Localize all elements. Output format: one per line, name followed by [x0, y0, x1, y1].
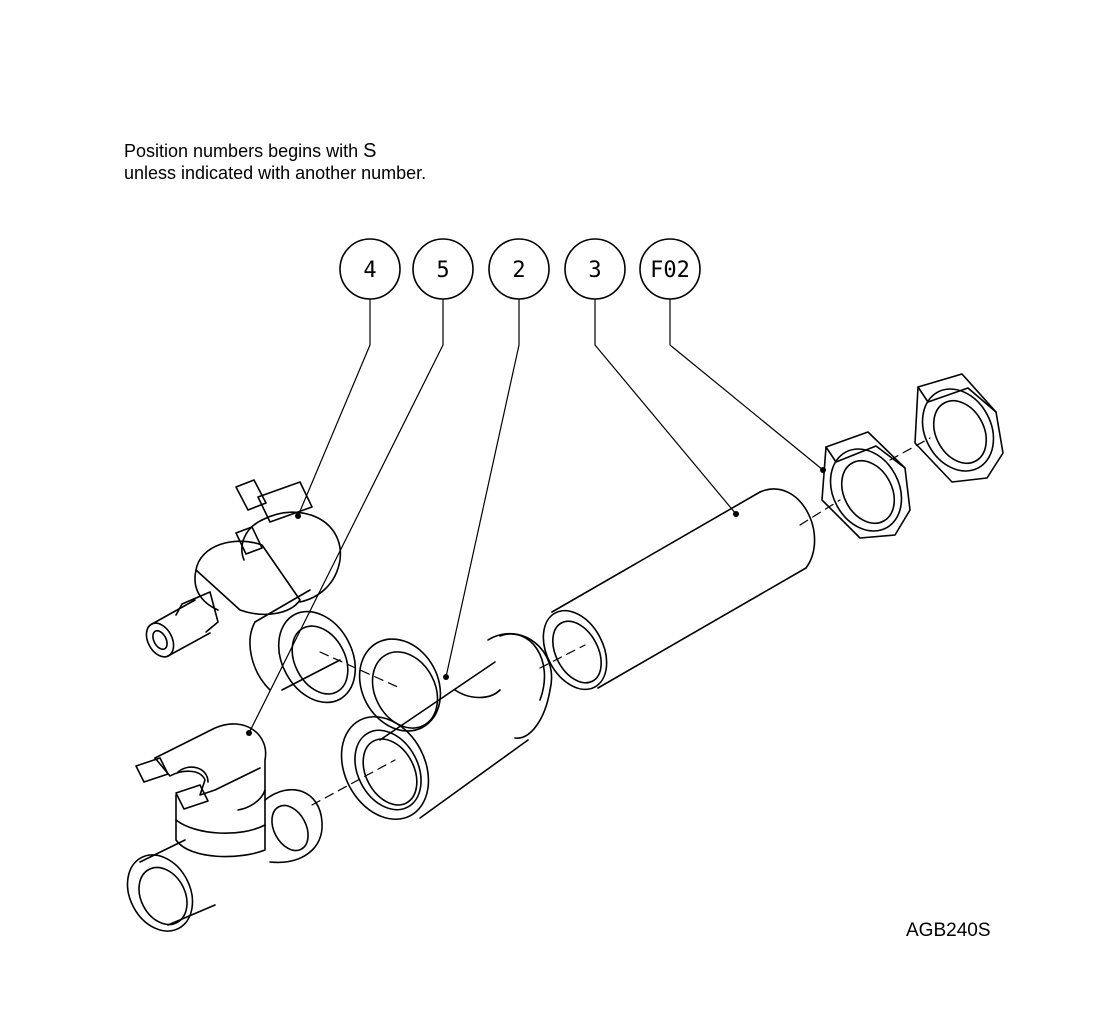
callout-2-label: 2 [512, 258, 525, 283]
pipe [542, 488, 816, 691]
callout-F02-label: F02 [650, 258, 690, 283]
tee-fitting [340, 632, 553, 821]
hex-nut-back [914, 373, 1004, 483]
callout-4[interactable]: 4 [339, 238, 401, 300]
drawing-code: AGB240S [906, 920, 991, 941]
callout-4-label: 4 [363, 258, 376, 283]
callout-5[interactable]: 5 [412, 238, 474, 300]
solenoid-valve-angled [145, 479, 357, 704]
callout-3[interactable]: 3 [564, 238, 626, 300]
position-note-line1: Position numbers begins with S [124, 140, 377, 162]
position-note-line2: unless indicated with another number. [124, 163, 427, 183]
hex-nut-front [821, 431, 911, 539]
solenoid-valve-tee [126, 723, 323, 932]
callout-5-label: 5 [436, 258, 449, 283]
callout-2[interactable]: 2 [488, 238, 550, 300]
position-note: Position numbers begins with S unless in… [124, 140, 426, 184]
callout-F02[interactable]: F02 [639, 238, 701, 300]
leader-lines [248, 299, 824, 734]
leader-dots [246, 467, 826, 736]
assembly-axes [311, 437, 931, 806]
callout-3-label: 3 [588, 258, 601, 283]
